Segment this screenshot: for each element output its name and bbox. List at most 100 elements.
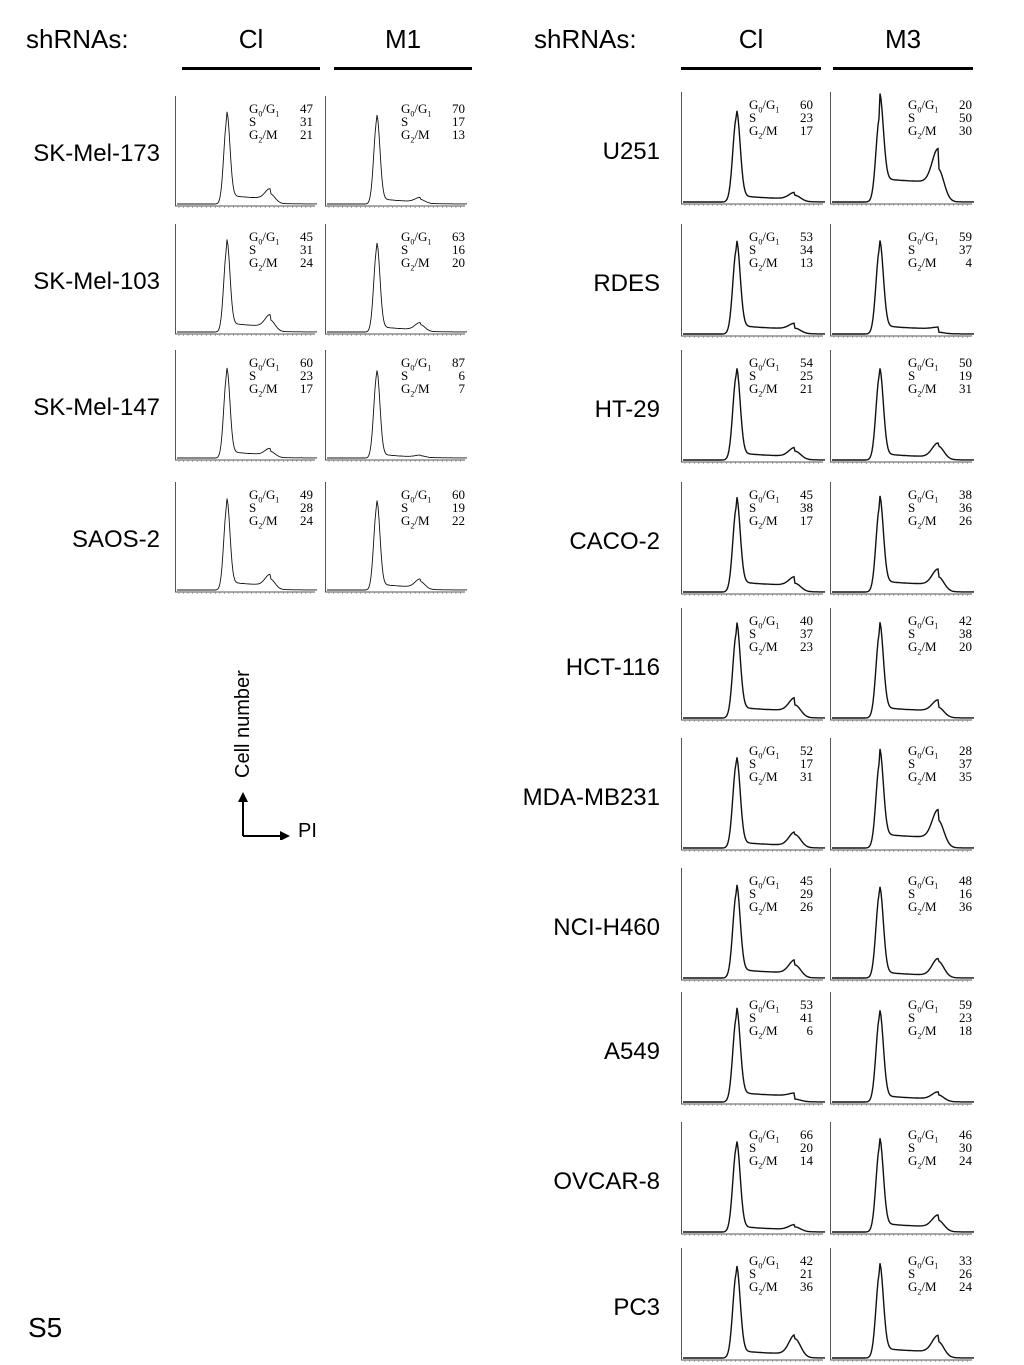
cell-line-label: SK-Mel-173 [33, 140, 160, 167]
phase-label: G0/G1 [249, 101, 280, 119]
phase-label: G0/G1 [401, 101, 432, 119]
phase-value: 21 [300, 127, 313, 142]
phase-value: 26 [800, 899, 813, 914]
phase-value: 13 [800, 255, 813, 270]
phase-label: G0/G1 [749, 229, 780, 247]
histogram-plot [830, 992, 974, 1106]
phase-label: G0/G1 [908, 1253, 939, 1271]
phase-label: S [749, 626, 757, 641]
phase-value: 6 [458, 368, 466, 383]
phase-label: G2/M [749, 381, 778, 399]
phase-label: G0/G1 [908, 355, 939, 373]
phase-value: 37 [959, 242, 972, 257]
phase-value: 48 [959, 873, 972, 888]
phase-value: 30 [959, 123, 972, 138]
phase-value: 50 [959, 355, 972, 370]
phase-label: G0/G1 [749, 613, 780, 631]
phase-label: G2/M [749, 639, 778, 657]
phase-value: 42 [959, 613, 972, 628]
phase-label: S [908, 242, 916, 257]
histogram-trace [683, 368, 825, 461]
histogram-trace [832, 1138, 974, 1233]
histogram-plot [830, 224, 974, 338]
phase-value: 21 [800, 381, 813, 396]
phase-label: G0/G1 [908, 613, 939, 631]
histogram-plot [681, 92, 825, 206]
phase-value: 49 [300, 487, 313, 502]
phase-label: S [749, 242, 757, 257]
phase-value: 38 [800, 500, 813, 515]
phase-value: 87 [452, 355, 465, 370]
cell-line-label: A549 [603, 1038, 660, 1065]
phase-value: 31 [300, 114, 313, 129]
phase-value: 16 [452, 242, 465, 257]
cell-line-label: CACO-2 [569, 528, 660, 555]
phase-label: G2/M [908, 1279, 937, 1297]
phase-label: S [908, 110, 916, 125]
phase-value: 38 [959, 626, 972, 641]
phase-label: G0/G1 [401, 355, 432, 373]
phase-label: G0/G1 [749, 873, 780, 891]
phase-value: 42 [800, 1253, 813, 1268]
phase-label: S [749, 1010, 757, 1025]
right-treat-underline [833, 67, 973, 70]
histogram-plot [681, 992, 825, 1106]
figure-label: S5 [28, 1312, 63, 1343]
phase-value: 26 [959, 513, 972, 528]
phase-label: G0/G1 [908, 873, 939, 891]
phase-label: G2/M [401, 255, 430, 273]
phase-label: S [749, 1140, 757, 1155]
phase-label: G2/M [749, 1153, 778, 1171]
histogram-trace [683, 1007, 825, 1103]
phase-value: 47 [300, 101, 313, 116]
histogram-trace [683, 1141, 825, 1233]
phase-label: S [908, 756, 916, 771]
phase-label: S [401, 114, 409, 129]
cell-line-label: HT-29 [594, 396, 660, 423]
phase-label: G2/M [401, 381, 430, 399]
phase-label: G0/G1 [908, 229, 939, 247]
histogram-trace [683, 757, 825, 849]
phase-label: S [908, 1266, 916, 1281]
phase-label: G2/M [749, 899, 778, 917]
